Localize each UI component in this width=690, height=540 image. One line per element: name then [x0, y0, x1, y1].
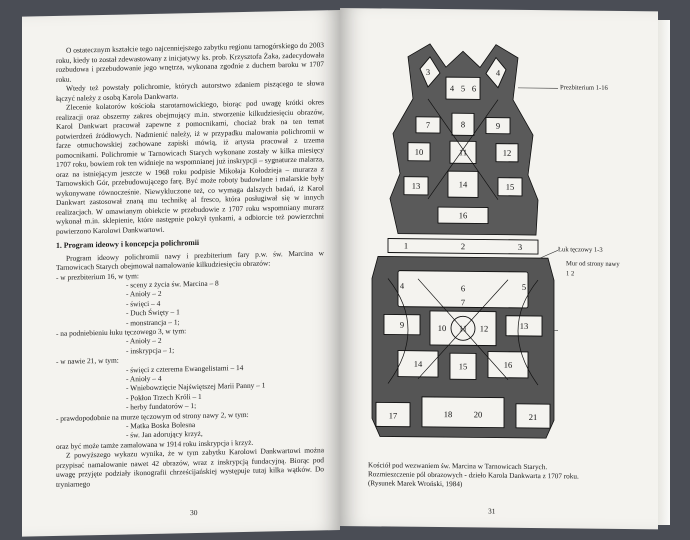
page-edge	[658, 20, 670, 525]
paragraph: Z powyższego wykazu wynika, że w tym zab…	[56, 445, 324, 489]
plan-number: 14	[414, 359, 423, 369]
plan-number: 15	[459, 361, 467, 371]
plan-number: 13	[520, 321, 528, 331]
plan-number: 2	[461, 241, 465, 251]
plan-number: 5	[522, 282, 526, 292]
left-page: O ostatecznym kształcie tego najcenniejs…	[22, 10, 340, 537]
plan-number: 9	[400, 320, 404, 330]
figure-caption: Kościół pod wezwaniem św. Marcina w Tarn…	[368, 461, 618, 491]
page-number: 30	[190, 507, 198, 518]
plan-number: 1	[404, 241, 408, 251]
plan-number: 7	[426, 120, 430, 130]
plan-labels: Prezbiterium 1-16 Łuk tęczowy 1-3 Mur od…	[340, 8, 658, 277]
plan-number: 16	[459, 210, 467, 220]
plan-numbers: 3 4 4 5 6 7 8 9 10 11 12 13 14 15 16 1 2…	[389, 67, 537, 422]
plan-number: 10	[415, 147, 423, 157]
plan-number: 21	[529, 412, 537, 422]
plan-number: 10	[438, 323, 446, 333]
plan-number: 4	[496, 68, 501, 78]
plan-number: 16	[504, 360, 512, 370]
leader-lines	[518, 87, 558, 331]
plan-number: 6	[461, 283, 465, 293]
plan-fields	[375, 56, 551, 429]
plan-number: 9	[496, 121, 500, 131]
plan-number: 4	[450, 83, 455, 93]
plan-number: 3	[426, 67, 430, 77]
plan-number: 4	[400, 281, 405, 291]
caption-line: (Rysunek Marek Wroński, 1984)	[368, 479, 463, 489]
plan-number: 11	[459, 323, 467, 333]
plan-number: 11	[459, 147, 467, 157]
left-page-body: O ostatecznym kształcie tego najcenniejs…	[56, 40, 324, 489]
plan-number: 13	[412, 181, 420, 191]
plan-number: 14	[459, 179, 468, 189]
plan-ribs	[387, 98, 539, 386]
plan-number: 18	[444, 409, 452, 419]
plan-number: 20	[474, 409, 482, 419]
plan-number: 8	[461, 119, 465, 129]
plan-number: 12	[480, 323, 488, 333]
plan-number: 17	[389, 411, 397, 421]
paragraph: O ostatecznym kształcie tego najcenniejs…	[56, 40, 324, 84]
plan-number: 12	[503, 148, 511, 158]
label-presbytery: Prezbiterium 1-16	[560, 84, 608, 92]
plan-number: 5	[461, 83, 465, 93]
church-floor-plan: 3 4 4 5 6 7 8 9 10 11 12 13 14 15 16 1 2…	[371, 43, 558, 439]
plan-number: 7	[461, 297, 465, 307]
label-rainbow-arch: Łuk tęczowy 1-3	[558, 246, 603, 254]
plan-number: 3	[518, 242, 522, 252]
right-page: 3 4 4 5 6 7 8 9 10 11 12 13 14 15 16 1 2…	[340, 8, 658, 530]
paragraph: Zlecenie kolatorów kościoła starotarnowi…	[56, 97, 324, 236]
page-number: 31	[488, 506, 496, 516]
plan-number: 6	[472, 83, 476, 93]
label-nave-wall-numbers: 1 2	[566, 270, 575, 278]
plan-number: 15	[506, 182, 514, 192]
label-nave-wall: Mur od strony nawy	[566, 260, 620, 268]
picture-list: - w prezbiterium 16, w tym: - sceny z ży…	[56, 267, 324, 451]
